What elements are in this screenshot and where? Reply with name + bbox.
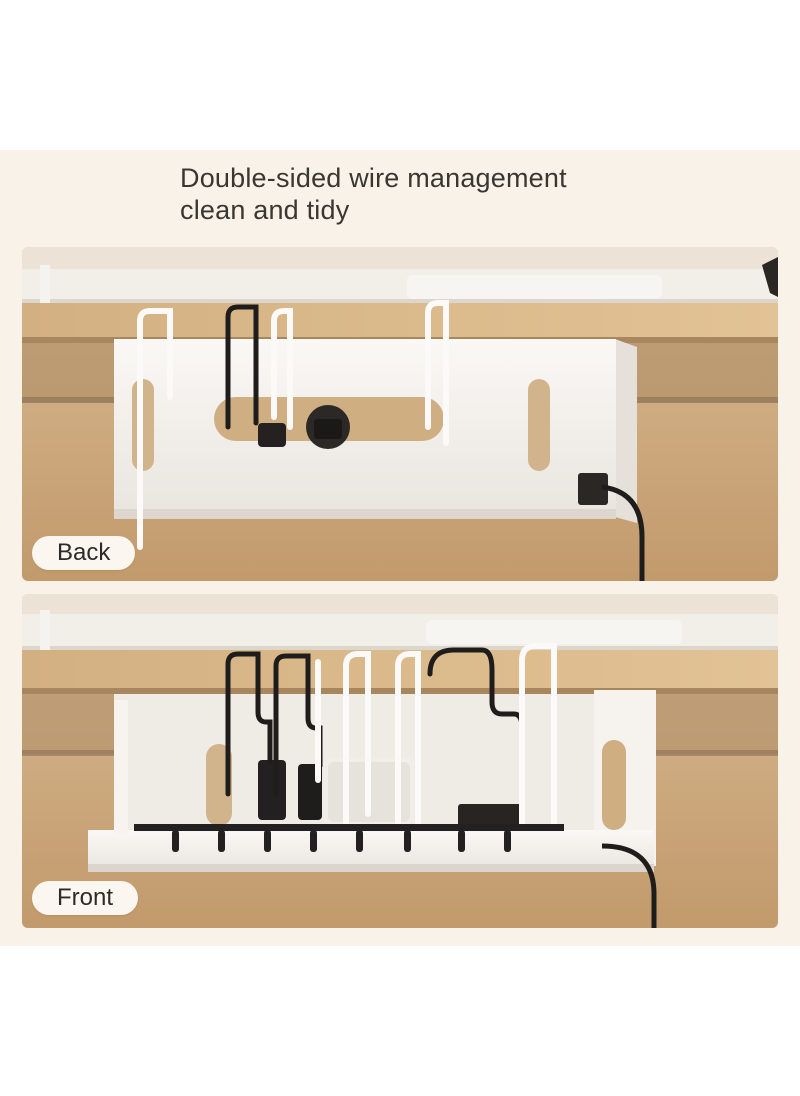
back-view-illustration bbox=[22, 247, 778, 581]
front-label: Front bbox=[32, 881, 139, 915]
headline: Double-sided wire management clean and t… bbox=[180, 162, 620, 226]
back-label: Back bbox=[32, 536, 136, 570]
front-view-illustration bbox=[22, 594, 778, 928]
headline-line-1: Double-sided wire management bbox=[180, 163, 567, 193]
desk-board bbox=[22, 303, 778, 339]
back-view-panel: Back bbox=[22, 247, 778, 581]
headline-line-2: clean and tidy bbox=[180, 195, 350, 225]
front-view-panel: Front bbox=[22, 594, 778, 928]
